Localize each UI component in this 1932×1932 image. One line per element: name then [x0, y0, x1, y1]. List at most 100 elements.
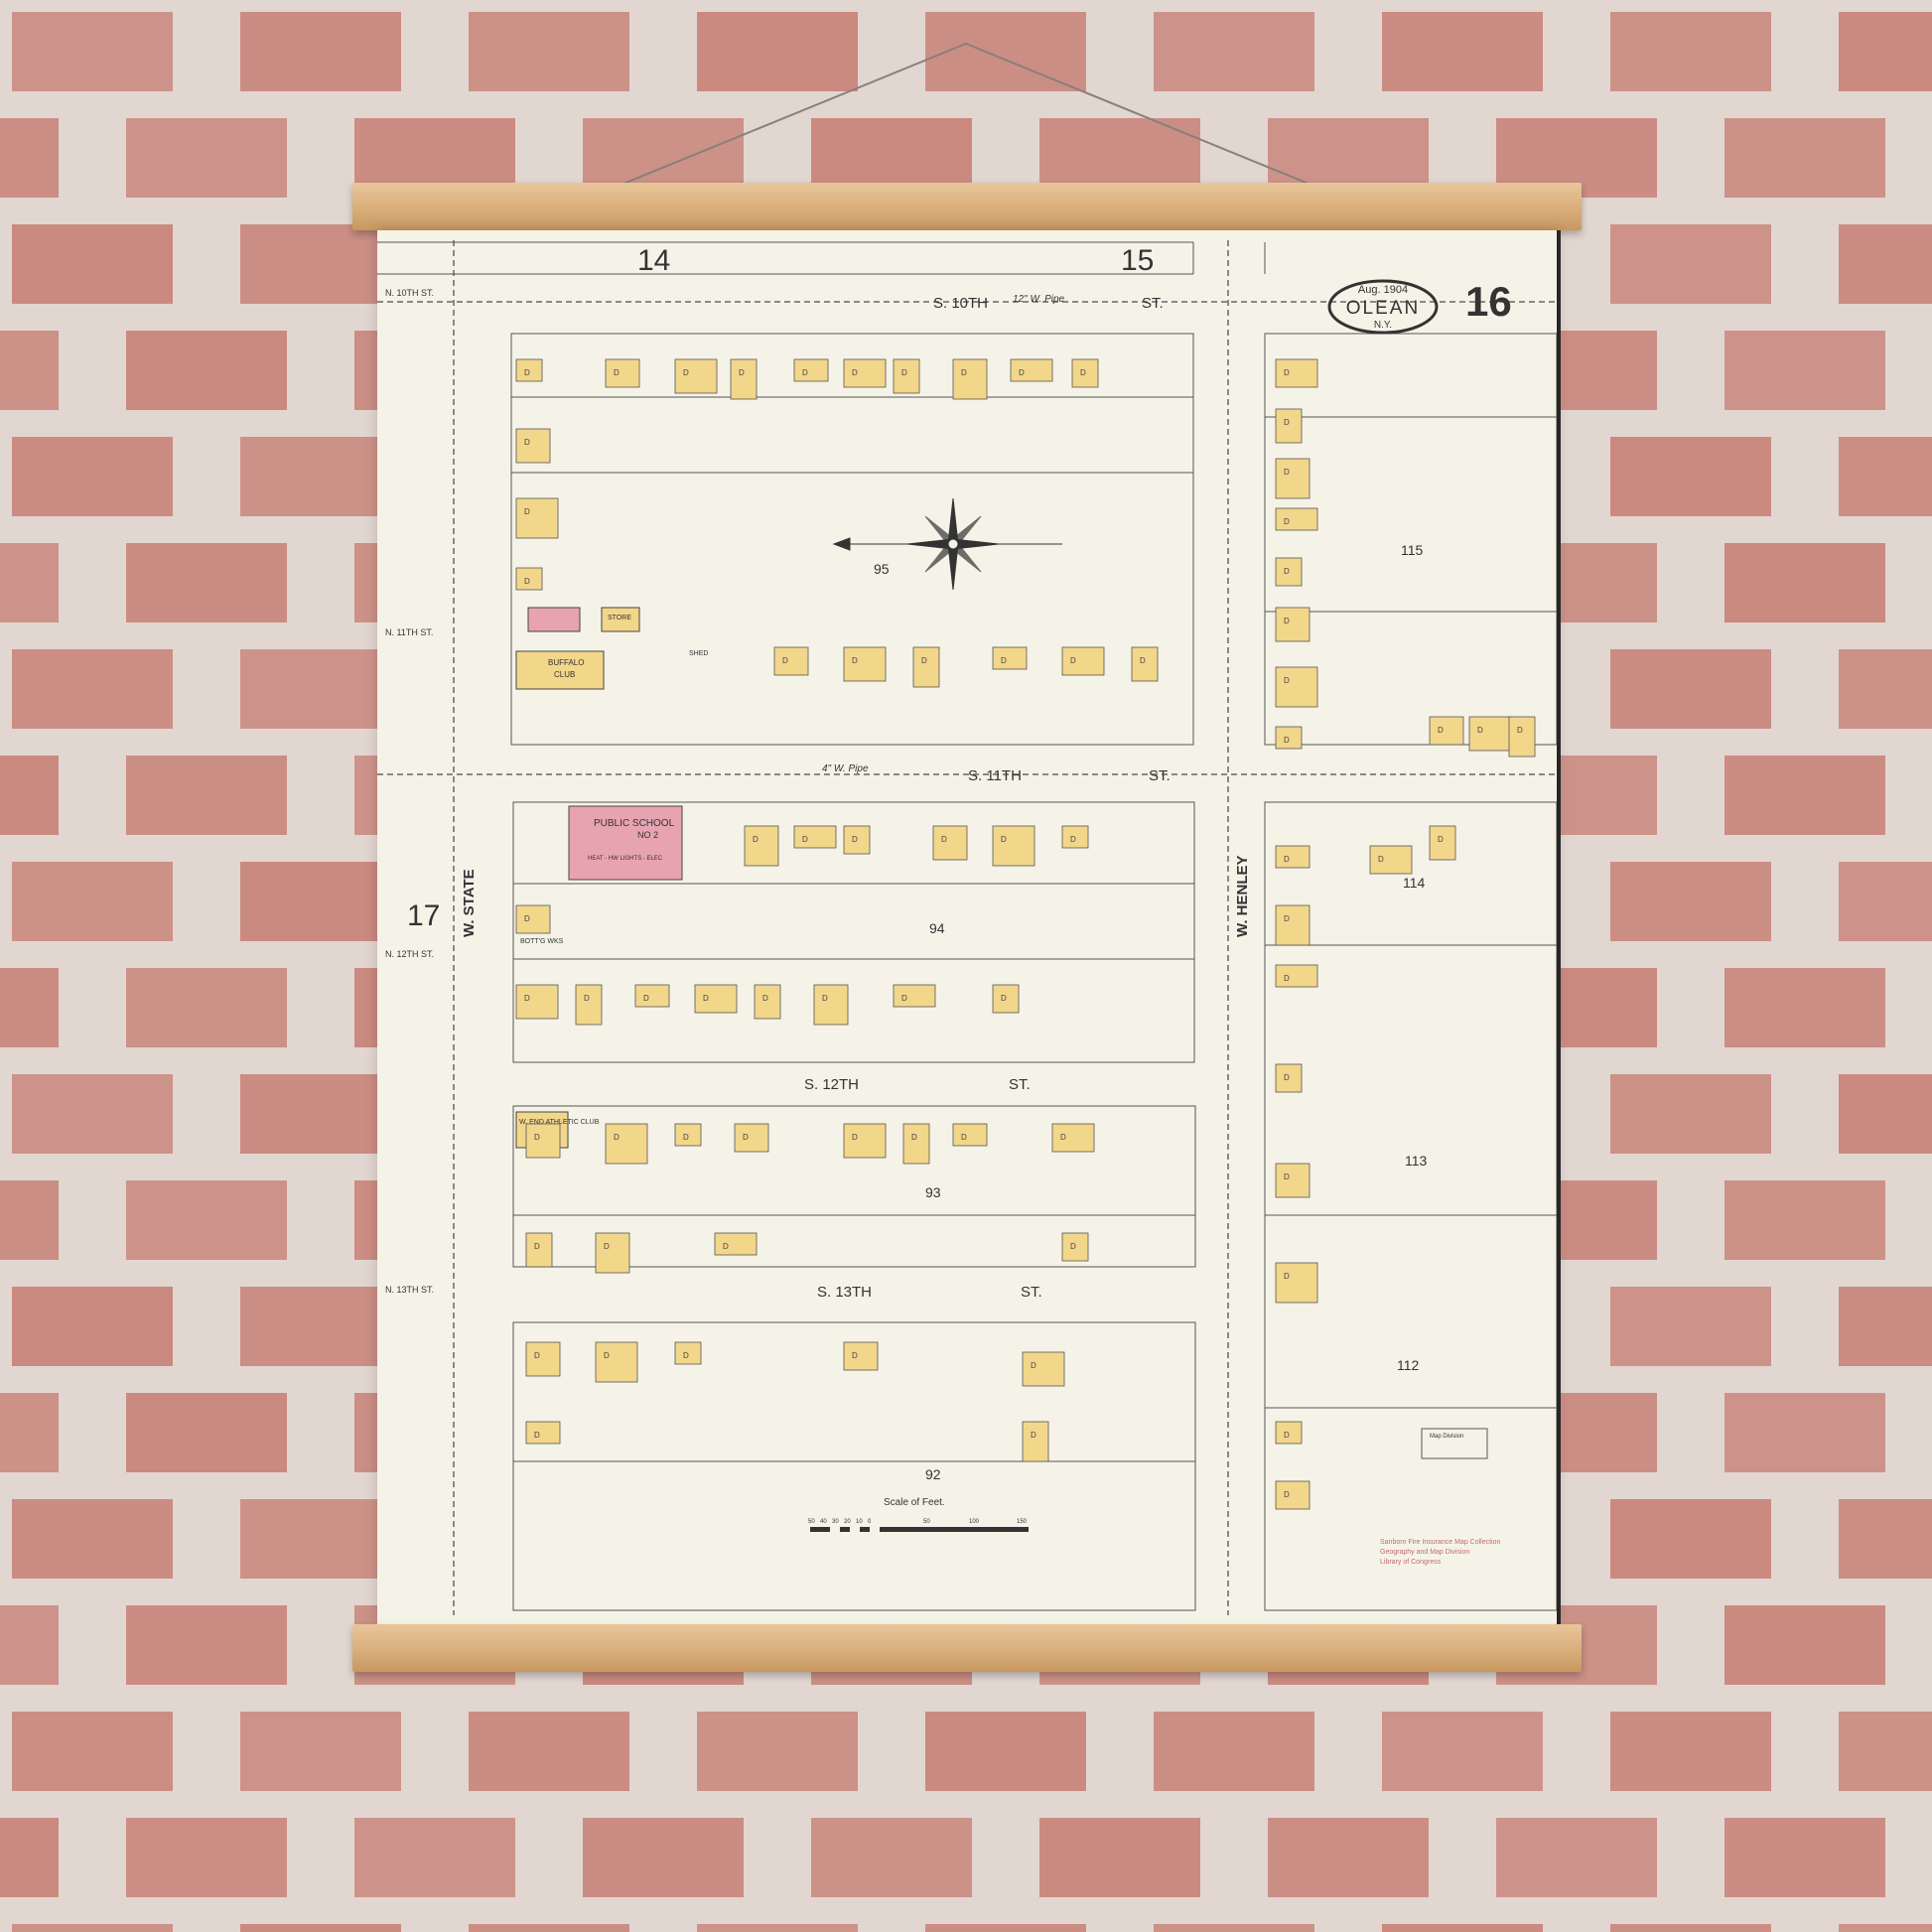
dwelling: [1275, 1262, 1318, 1304]
adjacent-sheet-15: 15: [1121, 244, 1154, 277]
brick: [0, 118, 59, 198]
title-cartouche: [1327, 279, 1439, 335]
brick: [1382, 1712, 1543, 1791]
dwelling-label: D: [1438, 835, 1444, 844]
dwelling-label: D: [1284, 617, 1290, 625]
dwelling-label: D: [1517, 726, 1523, 735]
dwelling-label: D: [852, 835, 858, 844]
street-s10-st: ST.: [1142, 295, 1164, 312]
dwelling-label: D: [1070, 1242, 1076, 1251]
store-building: [601, 607, 640, 632]
brick: [1725, 1605, 1885, 1685]
dwelling-label: D: [1284, 974, 1290, 983]
dwelling-label: D: [1284, 567, 1290, 576]
dwelling: [1275, 557, 1303, 587]
dwelling: [1275, 507, 1318, 531]
dwelling: [1508, 716, 1536, 758]
dwelling: [893, 984, 936, 1008]
dwelling-label: D: [1438, 726, 1444, 735]
dwelling-label: D: [1284, 914, 1290, 923]
dwelling: [634, 984, 670, 1008]
street-n12: N. 12TH ST.: [385, 949, 434, 959]
dwelling: [525, 1341, 561, 1377]
dwelling-label: D: [852, 656, 858, 665]
dwelling-label: D: [921, 656, 927, 665]
brick: [0, 331, 59, 410]
compass-rose: [832, 497, 1062, 591]
scale-tick-6: 50: [923, 1519, 930, 1525]
block-outlines: [377, 241, 1557, 1611]
brick: [1725, 543, 1885, 622]
dwelling: [1468, 716, 1512, 752]
brick: [1039, 1818, 1200, 1897]
dwelling: [1369, 845, 1413, 875]
public-school-building: [568, 805, 683, 881]
brick: [1839, 12, 1932, 91]
adjacent-sheet-17: 17: [407, 899, 440, 932]
credit-line-1: Sanborn Fire Insurance Map Collection: [1380, 1539, 1501, 1546]
dwelling: [1061, 825, 1089, 849]
dwelling-label: D: [1284, 676, 1290, 685]
dwelling-label: D: [524, 438, 530, 447]
store-label: STORE: [608, 615, 631, 621]
dwelling-label: D: [852, 368, 858, 377]
dwelling: [843, 358, 887, 388]
brick: [1154, 1712, 1314, 1791]
brick: [1610, 1712, 1771, 1791]
brick: [1496, 1818, 1657, 1897]
brick: [1725, 968, 1885, 1047]
brick: [126, 1393, 287, 1472]
brick: [1839, 1287, 1932, 1366]
brick: [1839, 1499, 1932, 1579]
brick: [12, 437, 173, 516]
school-note: HEAT - HW LIGHTS - ELEC: [588, 856, 663, 862]
brick: [1610, 649, 1771, 729]
dwelling: [773, 646, 809, 676]
dwelling: [730, 358, 758, 400]
dwelling: [605, 358, 640, 388]
dwelling-label: D: [743, 1133, 749, 1142]
dwelling: [674, 1341, 702, 1365]
brick: [126, 1818, 287, 1897]
brick: [925, 1712, 1086, 1791]
brick: [240, 12, 401, 91]
dwelling: [595, 1341, 638, 1383]
dwelling: [1022, 1351, 1065, 1387]
brick: [12, 1074, 173, 1154]
dwelling: [734, 1123, 769, 1153]
dwelling-label: D: [604, 1242, 610, 1251]
map-sheet: 14 15 17 Aug. 1904 OLEAN N.Y. 16 S. 10TH…: [377, 240, 1557, 1615]
dwelling: [515, 904, 551, 934]
street-s11-st: ST.: [1149, 767, 1171, 784]
dwelling: [1275, 1163, 1311, 1198]
dwelling: [843, 1341, 879, 1371]
brick: [1725, 118, 1885, 198]
block-113: 113: [1405, 1153, 1428, 1169]
brick: [240, 862, 401, 941]
brick: [0, 968, 59, 1047]
dwelling-label: D: [782, 656, 788, 665]
dwelling-label: D: [1001, 656, 1007, 665]
buffalo-label: BUFFALO: [548, 658, 584, 667]
brick: [1268, 1818, 1429, 1897]
dwelling: [1429, 825, 1456, 861]
brick: [1839, 1924, 1932, 1932]
scale-tick-2: 30: [832, 1519, 839, 1525]
dwelling-label: D: [961, 1133, 967, 1142]
brick: [240, 224, 401, 304]
dwelling: [843, 1123, 887, 1159]
brick: [1154, 12, 1314, 91]
dwelling: [992, 825, 1035, 867]
buffalo-club-building: [515, 650, 605, 690]
dwelling-label: D: [1070, 656, 1076, 665]
credit-line-3: Library of Congress: [1380, 1559, 1442, 1566]
brick: [240, 1499, 401, 1579]
dwelling: [793, 358, 829, 382]
street-n10: N. 10TH ST.: [385, 288, 434, 298]
dwelling-label: D: [1378, 855, 1384, 864]
brick: [1725, 1818, 1885, 1897]
brick: [583, 1818, 744, 1897]
dwelling-label: D: [1019, 368, 1025, 377]
sheet-number: 16: [1465, 278, 1512, 325]
map-state: N.Y.: [1374, 320, 1392, 331]
